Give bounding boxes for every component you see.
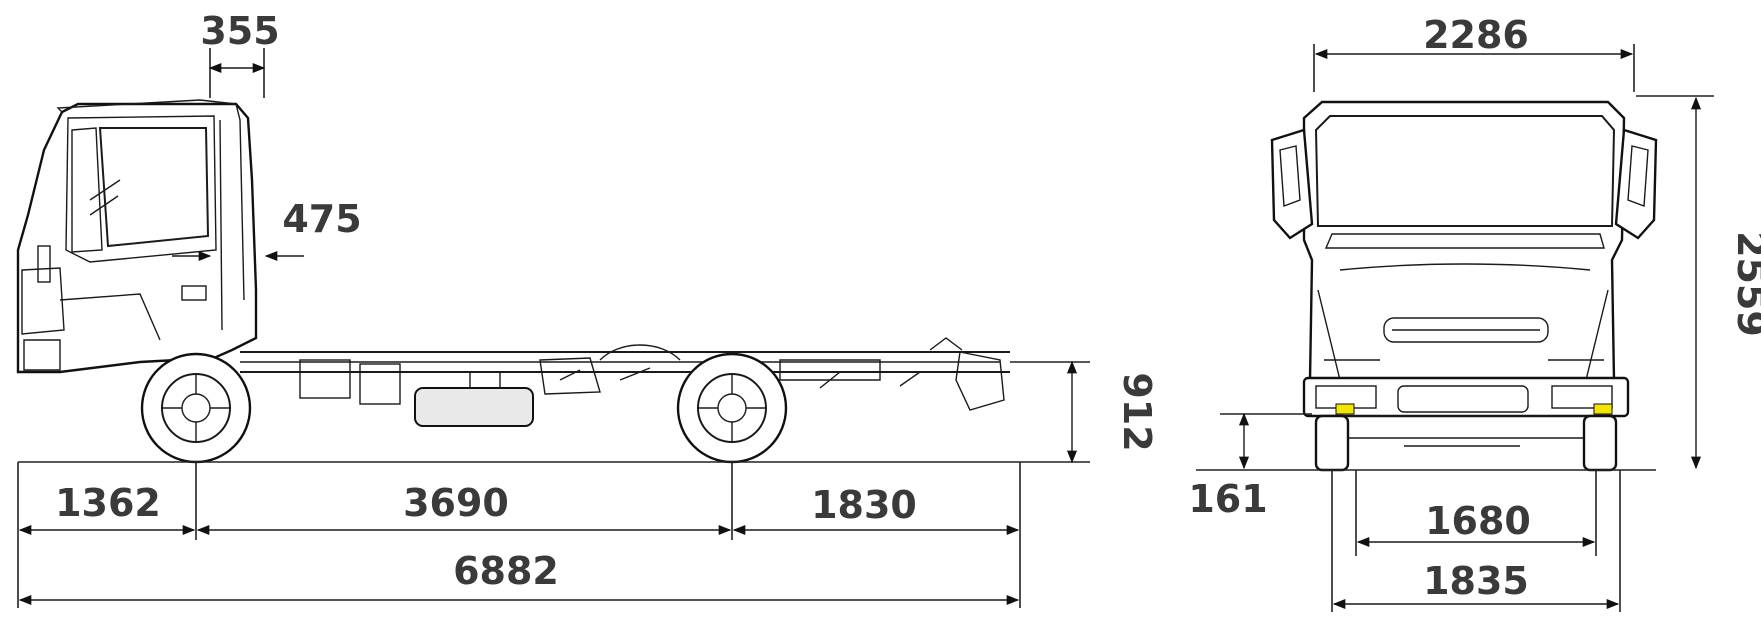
- label-rear-overhang: 1830: [811, 483, 917, 527]
- dim-frame-height: [1010, 360, 1090, 464]
- label-overall-height: 2559: [1729, 231, 1761, 337]
- side-cab: [16, 99, 258, 374]
- dim-roof-spoiler: [208, 48, 266, 98]
- front-mirrors: [1270, 128, 1658, 240]
- dim-front-track: [1331, 470, 1621, 612]
- label-overall-length: 6882: [453, 549, 559, 593]
- label-roof-spoiler: 355: [200, 9, 279, 53]
- label-rear-track: 1680: [1425, 499, 1531, 543]
- side-view: 355 475 912 1362 3690 1830 6882: [16, 9, 1159, 608]
- label-ground-clearance: 161: [1188, 477, 1267, 521]
- side-extension-lines: [17, 462, 1021, 608]
- label-cab-rear-gap: 475: [282, 197, 361, 241]
- label-cab-width: 2286: [1423, 13, 1529, 57]
- label-frame-height: 912: [1115, 372, 1159, 451]
- label-front-track: 1835: [1423, 559, 1529, 603]
- dim-overall-height: [1636, 95, 1714, 470]
- front-tyres: [1314, 414, 1618, 472]
- dim-rear-track: [1355, 470, 1597, 556]
- label-wheelbase: 3690: [403, 481, 509, 525]
- front-cab: [1302, 100, 1626, 382]
- front-bumper: [1302, 376, 1630, 439]
- label-front-overhang: 1362: [55, 481, 161, 525]
- front-wheel: [140, 352, 252, 464]
- dim-ground-clearance: [1220, 412, 1312, 470]
- dim-cab-width: [1313, 44, 1635, 92]
- rear-wheel: [676, 352, 788, 464]
- side-chassis: [240, 337, 1010, 427]
- front-view: 2286 2559 161 1680 1835: [1188, 13, 1761, 612]
